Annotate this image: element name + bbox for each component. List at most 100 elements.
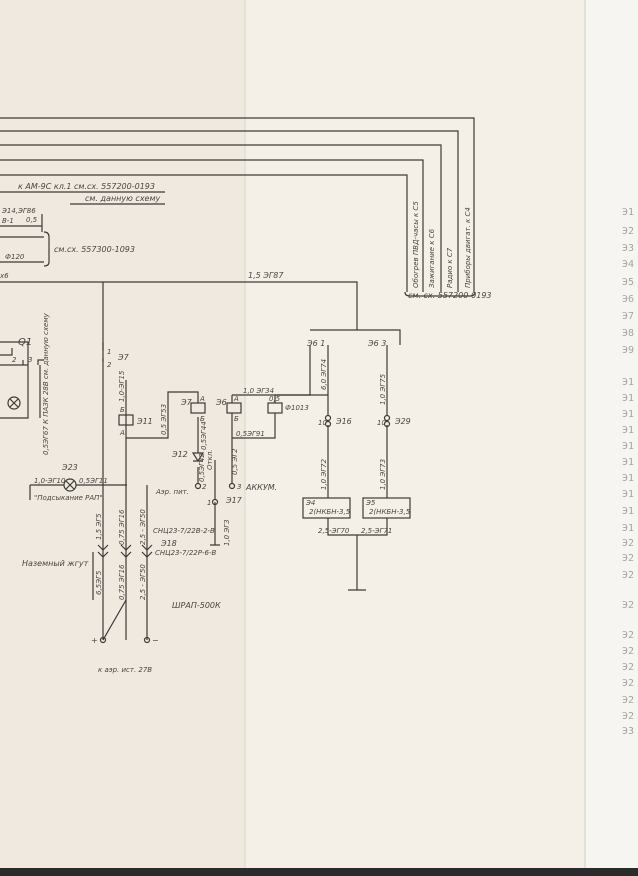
- e23-caption: "Подсыкание РАП": [34, 494, 103, 502]
- ref-am9s: к АМ-9С кл.1 см.сх. 557200-0193: [18, 182, 155, 191]
- svg-text:Э1: Э1: [622, 425, 634, 436]
- svg-text:Э9: Э9: [622, 345, 634, 356]
- wire-paz: 0,5ЭГ67 К ПАЗК 28В см. данную схему: [42, 312, 50, 455]
- next-page-edge-labels: Э1 Э2 Э3 Э4 Э5 Э6 Э7 Э8 Э9 Э1 Э1 Э1 Э1 Э…: [622, 207, 634, 737]
- wire-label: 1,0 ЭГ3: [223, 519, 231, 546]
- wire-label: 1,0 ЭГ72: [320, 458, 328, 490]
- svg-text:Э5: Э5: [622, 277, 634, 288]
- wire-label: 0,5 ЭГ2: [231, 448, 239, 475]
- svg-text:Э8: Э8: [622, 328, 634, 339]
- fuse-f1013-icon: [267, 402, 283, 414]
- fuse-value: 0,5: [269, 395, 281, 403]
- e18-label: Э18: [160, 539, 177, 548]
- e6-3-label: Э6 3: [367, 339, 386, 348]
- svg-text:Э1: Э1: [622, 441, 634, 452]
- wire-label: 1,0-ЭГ15: [118, 370, 126, 402]
- svg-text:Э2: Э2: [622, 553, 634, 564]
- q1-label: Q1: [18, 337, 32, 348]
- svg-text:Э2: Э2: [622, 662, 634, 673]
- e23-label: Э23: [61, 463, 78, 472]
- battery-e5: [362, 497, 411, 519]
- svg-text:Э2: Э2: [622, 678, 634, 689]
- wire-label: 1,0 ЭГ34: [243, 387, 274, 395]
- pin-label: Б: [234, 415, 239, 423]
- to-aer-source-label: к аэр. ист. 27В: [98, 666, 152, 674]
- lamp-e23-icon: [63, 478, 77, 492]
- wire-x6: х6: [0, 272, 9, 280]
- ground-harness-label: Наземный жгут: [22, 559, 89, 568]
- svg-text:Э3: Э3: [622, 243, 634, 254]
- svg-text:Э2: Э2: [622, 600, 634, 611]
- plus-terminal: +: [91, 636, 98, 645]
- pin-label: 1: [107, 348, 111, 356]
- battery-type: 2(НКБН-3,5: [369, 508, 411, 516]
- svg-text:Э1: Э1: [622, 506, 634, 517]
- aer-pit-label: Аэр. пит.: [155, 488, 189, 496]
- wire-label: 1,0-ЭГ10: [34, 477, 66, 485]
- e16-label: Э16: [335, 417, 352, 426]
- svg-text:Э1: Э1: [622, 377, 634, 388]
- svg-text:Э1: Э1: [622, 523, 634, 534]
- e6-1-label: Э6 1: [306, 339, 325, 348]
- shrap-label: ШРАП-500К: [172, 601, 221, 610]
- wire-f120: Ф120: [5, 253, 25, 261]
- svg-text:Э1: Э1: [622, 207, 634, 218]
- wire-label: 0,5ЭГ91: [236, 430, 265, 438]
- f1013-label: Ф1013: [285, 404, 309, 412]
- svg-text:Э3: Э3: [622, 726, 634, 737]
- wire-label: 1,0 ЭГ75: [379, 373, 387, 405]
- wire-label: 0,5ЭГ11: [79, 477, 108, 485]
- wire-label: 6,5ЭГ5: [95, 570, 103, 595]
- relay-e6-icon: [226, 402, 242, 414]
- e17-label: Э17: [225, 496, 243, 505]
- bus-label-instruments: Приборы двигат. к С4: [464, 207, 472, 288]
- svg-text:Э7: Э7: [622, 311, 634, 322]
- pin-label: Б: [120, 406, 125, 414]
- svg-text:Э2: Э2: [622, 695, 634, 706]
- svg-text:Э4: Э4: [622, 259, 634, 270]
- svg-text:Э1: Э1: [622, 409, 634, 420]
- pin-label: 2: [202, 483, 207, 491]
- connector-icon: [97, 544, 153, 558]
- battery-e4: [302, 497, 351, 519]
- pin-label: А: [119, 429, 125, 437]
- e7-label: Э7: [180, 398, 193, 407]
- wire-e14: Э14,ЭГ86: [1, 207, 36, 215]
- svg-text:Э6: Э6: [622, 294, 634, 305]
- top-bus-wires: [0, 117, 476, 640]
- wire-label: 2,5 - ЭГ50: [139, 564, 147, 600]
- wire-label: 0,75 ЭГ16: [118, 509, 126, 545]
- e11-label: Э11: [136, 417, 153, 426]
- wire-label: 2,5-ЭГ70: [318, 527, 350, 535]
- svg-text:Э2: Э2: [622, 570, 634, 581]
- pin-label: 1: [207, 499, 211, 507]
- battery-id: Э5: [365, 499, 376, 507]
- relay-e11-icon: [118, 414, 134, 426]
- otkl-label: Откл.: [206, 449, 214, 470]
- wire-e14c: 0,5: [26, 216, 38, 224]
- svg-text:Э2: Э2: [622, 711, 634, 722]
- wire-label: 2,5-ЭГ71: [361, 527, 392, 535]
- svg-text:Э1: Э1: [622, 489, 634, 500]
- wire-label: 1,0 ЭГ73: [379, 459, 387, 490]
- svg-text:Э2: Э2: [622, 630, 634, 641]
- e7-top-label: Э7: [117, 353, 130, 362]
- connector1-label: СНЦ23-7/22В-2-В: [153, 527, 215, 535]
- pin-label: 2: [107, 361, 112, 369]
- wire-label: 0,5ЭГ42: [198, 453, 206, 482]
- pin-label: Б: [200, 415, 205, 423]
- pin-label: А: [199, 395, 205, 403]
- e6-label: Э6: [215, 398, 227, 407]
- diode-e12-icon: [191, 452, 205, 463]
- pin-label: 3: [28, 356, 32, 364]
- bus-label-heating: Обогрев ПВД-часы к С5: [412, 201, 420, 288]
- wire-label: 1,5 ЭГ5: [95, 513, 103, 540]
- svg-text:Э1: Э1: [622, 457, 634, 468]
- battery-id: Э4: [305, 499, 315, 507]
- svg-text:Э2: Э2: [622, 538, 634, 549]
- ref-1093: см.сх. 557300-1093: [54, 245, 135, 254]
- pin-label: 3: [237, 483, 241, 491]
- e29-label: Э29: [394, 417, 411, 426]
